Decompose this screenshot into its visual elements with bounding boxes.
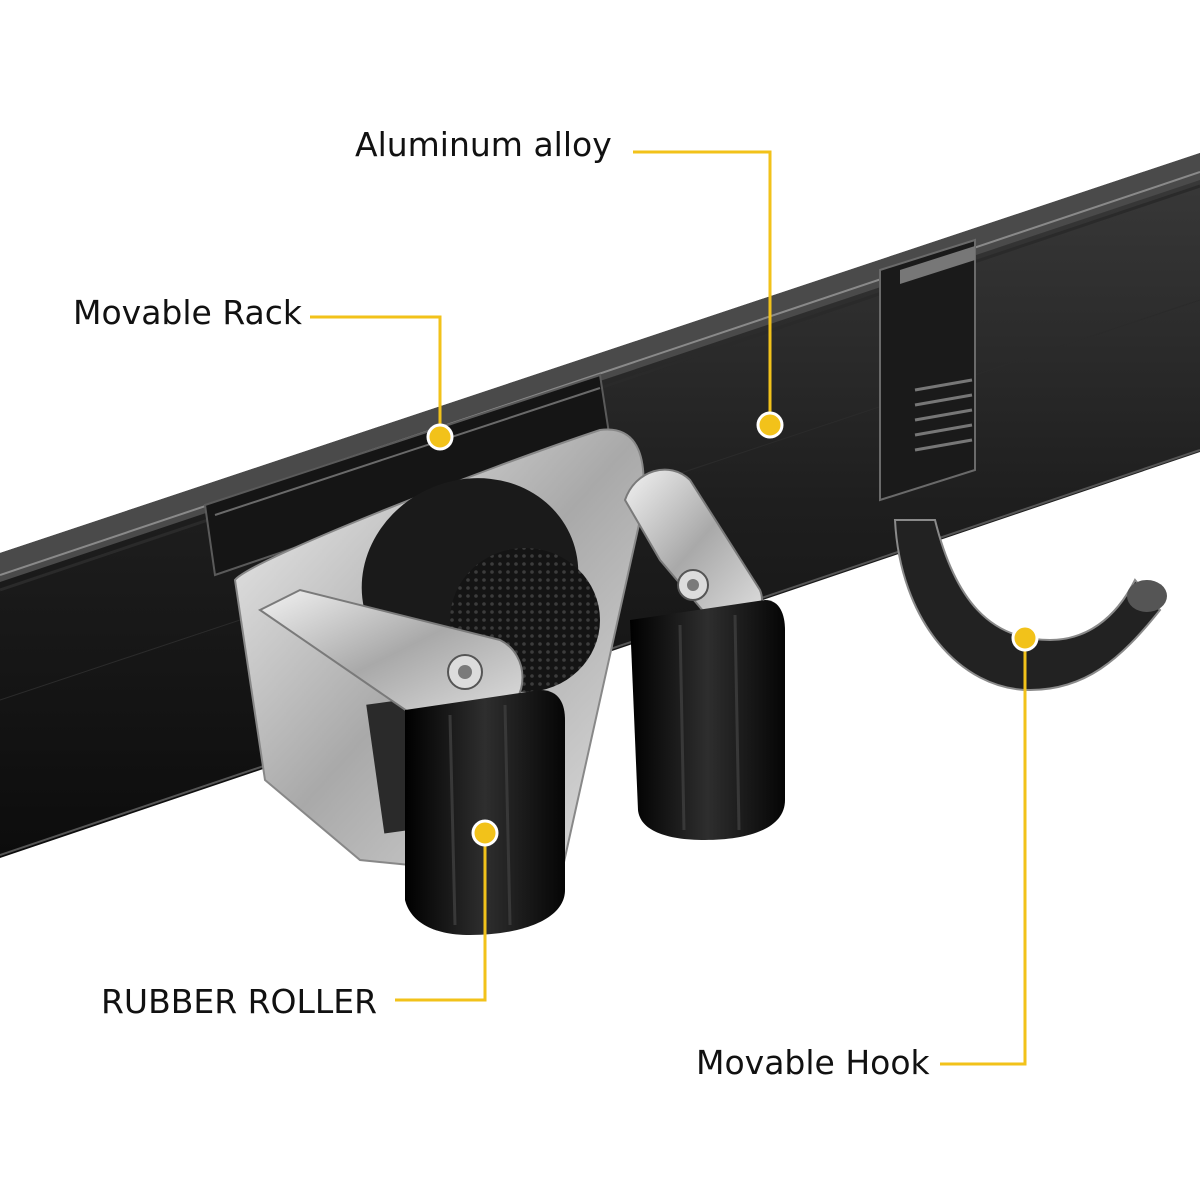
dot-movable-rack [426, 423, 454, 451]
label-rubber-roller: RUBBER ROLLER [101, 982, 378, 1021]
label-movable-hook: Movable Hook [696, 1043, 930, 1082]
dot-movable-hook [1011, 624, 1039, 652]
dot-aluminum-alloy [756, 411, 784, 439]
leader-movable-rack [310, 315, 442, 437]
label-movable-rack: Movable Rack [73, 293, 303, 332]
leader-aluminum-alloy [633, 150, 772, 425]
leader-rubber-roller [395, 833, 487, 1002]
rubber-roller-left [258, 588, 565, 935]
label-aluminum-alloy: Aluminum alloy [355, 125, 612, 164]
rubber-roller-right [623, 468, 785, 840]
callout-dots [426, 411, 1039, 847]
dot-rubber-roller [471, 819, 499, 847]
callout-leaders [310, 150, 1027, 1066]
leader-movable-hook [940, 638, 1027, 1066]
movable-hook-part [879, 238, 1167, 692]
